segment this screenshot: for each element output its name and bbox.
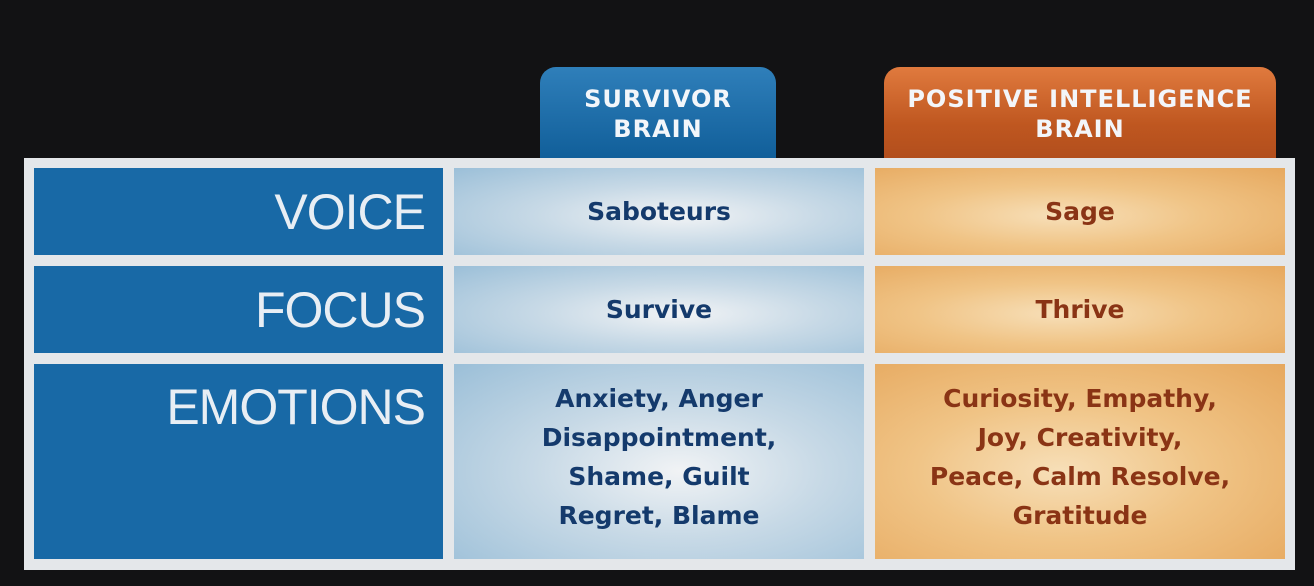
pq-header-line-1: POSITIVE INTELLIGENCE	[907, 85, 1253, 113]
pq-emotion-line: Curiosity, Empathy,	[943, 384, 1217, 413]
pq-emotion-line: Peace, Calm Resolve,	[929, 462, 1231, 491]
survivor-header-line-1: SURVIVOR	[584, 85, 732, 113]
pq-emotion-line: Joy, Creativity,	[977, 423, 1183, 452]
pq-voice-cell: Sage	[875, 168, 1285, 255]
comparison-table: VOICE Saboteurs Sage FOCUS Survive Thriv…	[24, 158, 1295, 570]
pq-emotions-cell: Curiosity, Empathy, Joy, Creativity, Pea…	[875, 364, 1285, 559]
pq-emotion-line: Gratitude	[1012, 501, 1148, 530]
row-label-emotions: EMOTIONS	[34, 364, 443, 559]
survivor-emotion-line: Disappointment,	[541, 423, 777, 452]
positive-intelligence-brain-header: POSITIVE INTELLIGENCE BRAIN	[884, 67, 1276, 163]
survivor-header-line-2: BRAIN	[613, 115, 703, 143]
survivor-focus-cell: Survive	[454, 266, 864, 353]
pq-header-line-2: BRAIN	[1035, 115, 1125, 143]
survivor-brain-header: SURVIVOR BRAIN	[540, 67, 776, 163]
survivor-emotion-line: Anxiety, Anger	[555, 384, 763, 413]
survivor-voice-cell: Saboteurs	[454, 168, 864, 255]
pq-focus-cell: Thrive	[875, 266, 1285, 353]
survivor-emotion-line: Regret, Blame	[558, 501, 760, 530]
survivor-emotions-cell: Anxiety, Anger Disappointment, Shame, Gu…	[454, 364, 864, 559]
row-label-focus: FOCUS	[34, 266, 443, 353]
row-label-voice: VOICE	[34, 168, 443, 255]
survivor-emotion-line: Shame, Guilt	[568, 462, 750, 491]
